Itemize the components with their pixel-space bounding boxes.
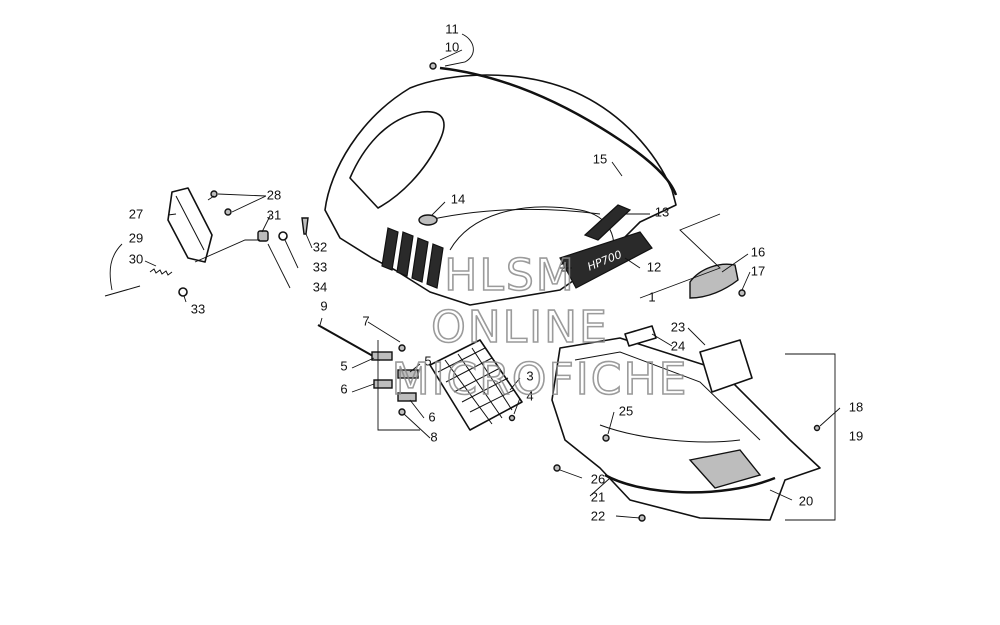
callout-1: 1 <box>648 289 655 304</box>
callout-3: 3 <box>526 368 533 383</box>
callout-33b: 33 <box>191 301 205 316</box>
hood-louvers <box>381 227 444 289</box>
screw-7 <box>398 344 406 352</box>
hood-stripe-decal <box>583 204 632 241</box>
callout-26: 26 <box>591 471 605 486</box>
callout-28: 28 <box>267 187 281 202</box>
watermark-line-3: MICROFICHE <box>392 354 689 405</box>
callout-22: 22 <box>591 508 605 523</box>
callout-labels: 1 2 3 4 5 5 6 6 7 8 9 10 11 12 13 14 15 … <box>129 21 863 523</box>
rivet-18 <box>813 424 821 432</box>
screw-28a <box>210 190 218 198</box>
hood-windshield-recess <box>349 110 445 209</box>
bolt-32 <box>301 217 309 235</box>
callout-27: 27 <box>129 206 143 221</box>
tray-pocket <box>688 449 762 489</box>
callout-10: 10 <box>445 39 459 54</box>
callout-25: 25 <box>619 403 633 418</box>
pad-23 <box>699 339 753 393</box>
hood-weatherstrip <box>439 66 678 196</box>
callout-19: 19 <box>849 428 863 443</box>
callout-12: 12 <box>647 259 661 274</box>
hood-assembly: HP700 <box>324 62 678 306</box>
handle-assembly <box>689 263 746 299</box>
fastener-26 <box>553 464 561 472</box>
watermark-line-1: HLSM <box>444 250 576 301</box>
washer-33b <box>178 287 188 297</box>
bracket-6a <box>373 379 393 389</box>
tray-trim-21 <box>604 473 776 494</box>
bracket-5a <box>371 351 393 361</box>
vent-screen <box>429 339 523 431</box>
deflector-panel <box>167 187 213 263</box>
callout-34: 34 <box>313 279 327 294</box>
callout-8: 8 <box>430 429 437 444</box>
callout-21: 21 <box>591 489 605 504</box>
bushing-31 <box>257 230 269 242</box>
watermark-line-2: ONLINE <box>431 302 609 353</box>
callout-7: 7 <box>362 313 369 328</box>
callout-23: 23 <box>671 319 685 334</box>
callout-5b: 5 <box>424 353 431 368</box>
bracket-6b <box>397 392 417 402</box>
callout-24: 24 <box>671 338 685 353</box>
washer-33a <box>278 231 288 241</box>
callout-11: 11 <box>445 21 459 36</box>
callout-20: 20 <box>799 493 813 508</box>
callout-32: 32 <box>313 239 327 254</box>
callout-2: 2 <box>560 259 567 274</box>
hood-decal-hp700 <box>559 231 653 289</box>
pin-29 <box>104 285 141 297</box>
callout-33a: 33 <box>313 259 327 274</box>
callout-31: 31 <box>267 207 281 222</box>
tray-assembly <box>551 325 821 522</box>
callout-15: 15 <box>593 151 607 166</box>
hood-panel-line <box>449 206 615 263</box>
screw-8 <box>398 408 406 416</box>
handle-16 <box>689 263 739 299</box>
callout-5a: 5 <box>340 358 347 373</box>
callout-17: 17 <box>751 263 765 278</box>
callout-29: 29 <box>129 230 143 245</box>
callout-18: 18 <box>849 399 863 414</box>
callout-4: 4 <box>526 388 533 403</box>
hood-pin-10 <box>429 62 437 70</box>
callout-13: 13 <box>655 204 669 219</box>
callout-16: 16 <box>751 244 765 259</box>
fastener-25 <box>602 434 610 442</box>
leader-lines <box>109 33 841 521</box>
callout-9: 9 <box>320 298 327 313</box>
screw-17 <box>738 289 746 297</box>
tube-24 <box>624 325 657 347</box>
hood-ridge-line <box>419 208 601 223</box>
callout-6b: 6 <box>428 409 435 424</box>
callout-30: 30 <box>129 251 143 266</box>
deflector-assembly <box>104 187 309 297</box>
vent-assembly <box>317 324 523 431</box>
rod-9 <box>317 324 381 361</box>
bracket-5b <box>397 369 419 379</box>
hood-emblem <box>418 214 438 226</box>
callout-14: 14 <box>451 191 465 206</box>
watermark: HLSM ONLINE MICROFICHE <box>391 249 689 406</box>
callout-6a: 6 <box>340 381 347 396</box>
screw-28b <box>224 208 232 216</box>
spring-30 <box>149 268 173 276</box>
screw-4 <box>508 414 516 422</box>
